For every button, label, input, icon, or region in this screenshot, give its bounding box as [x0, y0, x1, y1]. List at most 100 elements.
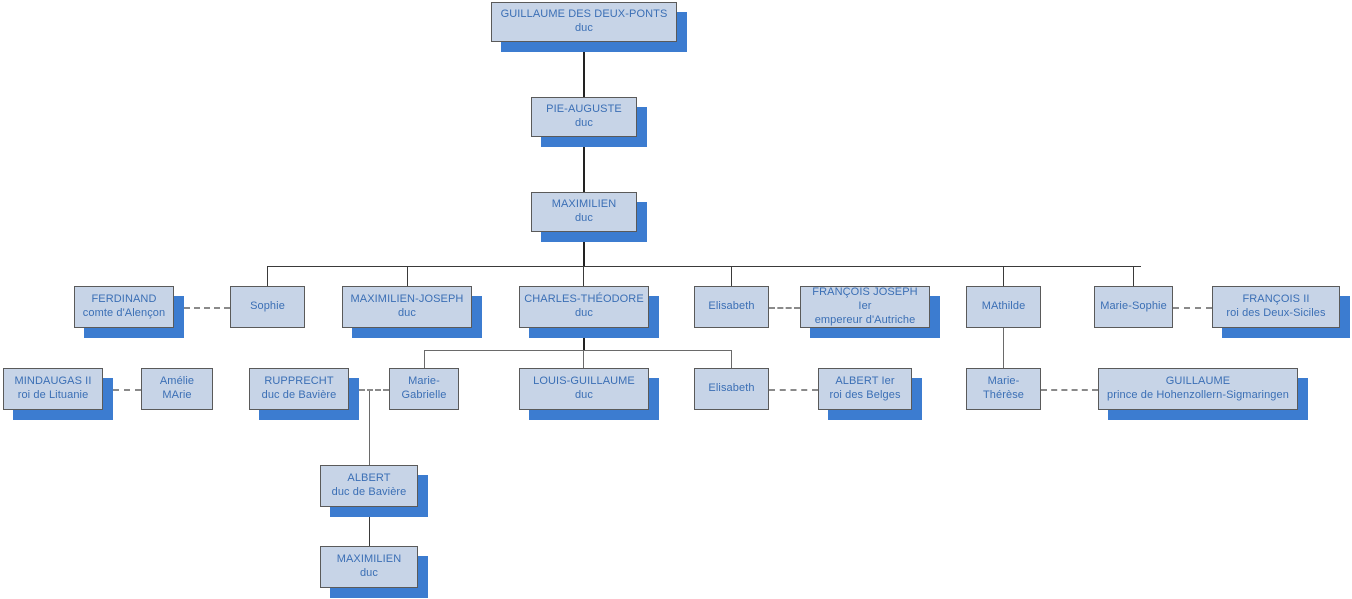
drop-to-elisabeth-2	[731, 350, 732, 368]
drop-to-marie-sophie	[1133, 266, 1134, 286]
drop-to-mathilde	[1003, 266, 1004, 286]
node-name: Sophie	[250, 300, 285, 313]
node-name: Amélie MArie	[159, 375, 195, 401]
node-marie-therese[interactable]: Marie- Thérèse	[966, 368, 1041, 410]
drop-to-marie-gabrielle	[424, 350, 425, 368]
drop-to-charles-theodore	[583, 266, 584, 286]
node-name: ALBERT Ier	[835, 375, 895, 388]
node-title: duc	[574, 307, 594, 319]
marriage-link-elisabeth-albert	[769, 389, 818, 391]
marriage-link-marie-therese-guillaume	[1041, 389, 1098, 391]
node-title: duc	[397, 307, 417, 319]
node-title: duc	[574, 117, 594, 129]
connector-rupprecht-marriage-to-albert	[369, 389, 370, 465]
node-box[interactable]: Marie-Sophie	[1094, 286, 1173, 328]
drop-to-maximilien-joseph	[407, 266, 408, 286]
node-name: Elisabeth	[708, 300, 755, 313]
node-name: MINDAUGAS II	[14, 375, 92, 388]
node-box[interactable]: Sophie	[230, 286, 305, 328]
marriage-link-elisabeth-francois-joseph	[769, 307, 800, 309]
marriage-link-marie-sophie-francois-ii	[1173, 307, 1212, 309]
drop-to-elisabeth-1	[731, 266, 732, 286]
node-name: MAXIMILIEN	[336, 553, 402, 566]
connector-pie-auguste-to-maximilien	[583, 137, 585, 192]
node-title: duc	[574, 212, 594, 224]
node-elisabeth-2[interactable]: Elisabeth	[694, 368, 769, 410]
node-name: PIE-AUGUSTE	[546, 103, 622, 116]
node-name: Elisabeth	[708, 382, 755, 395]
node-name: CHARLES-THÉODORE	[524, 293, 644, 306]
node-box[interactable]: Marie- Thérèse	[966, 368, 1041, 410]
connector-bus-generation-5	[424, 350, 732, 351]
node-name: GUILLAUME DES DEUX-PONTS	[500, 8, 668, 21]
node-name: Marie- Gabrielle	[401, 375, 447, 401]
node-marie-sophie[interactable]: Marie-Sophie	[1094, 286, 1173, 328]
connector-albert-to-maximilien	[369, 507, 370, 546]
node-marie-gabrielle[interactable]: Marie- Gabrielle	[389, 368, 459, 410]
node-name: MAXIMILIEN-JOSEPH	[350, 293, 464, 306]
drop-to-sophie	[267, 266, 268, 286]
node-name: LOUIS-GUILLAUME	[533, 375, 635, 388]
node-box[interactable]: MAthilde	[966, 286, 1041, 328]
node-elisabeth-1[interactable]: Elisabeth	[694, 286, 769, 328]
node-title: empereur d'Autriche	[814, 313, 916, 326]
node-box[interactable]: Amélie MArie	[141, 368, 213, 410]
marriage-link-ferdinand-sophie	[184, 307, 230, 309]
node-name: ALBERT	[347, 472, 391, 485]
node-name: Marie- Thérèse	[982, 375, 1025, 401]
node-box[interactable]: Elisabeth	[694, 368, 769, 410]
node-amelie-marie[interactable]: Amélie MArie	[141, 368, 213, 410]
node-name: GUILLAUME	[1165, 375, 1231, 388]
node-name: RUPPRECHT	[264, 375, 334, 388]
node-name: MAthilde	[981, 300, 1026, 313]
node-title: prince de Hohenzollern-Sigmaringen	[1107, 389, 1289, 401]
marriage-link-rupprecht-marie-gabrielle	[359, 389, 389, 391]
node-name: FRANÇOIS JOSEPH Ier	[812, 286, 918, 313]
connector-maximilien-stem	[583, 232, 585, 267]
node-name: FERDINAND	[91, 293, 157, 306]
node-name: MAXIMILIEN	[551, 198, 617, 211]
node-name: FRANÇOIS II	[1242, 293, 1310, 306]
node-title: duc de Bavière	[331, 486, 407, 498]
node-mathilde[interactable]: MAthilde	[966, 286, 1041, 328]
node-title: duc	[574, 22, 594, 34]
node-box[interactable]: Marie- Gabrielle	[389, 368, 459, 410]
node-title: roi de Lituanie	[17, 389, 89, 401]
connector-bus-generation-4	[267, 266, 1141, 267]
connector-mathilde-to-marie-therese	[1003, 328, 1004, 368]
node-title: duc	[574, 389, 594, 401]
node-box[interactable]: Elisabeth	[694, 286, 769, 328]
node-sophie[interactable]: Sophie	[230, 286, 305, 328]
node-title: duc de Bavière	[261, 389, 337, 401]
